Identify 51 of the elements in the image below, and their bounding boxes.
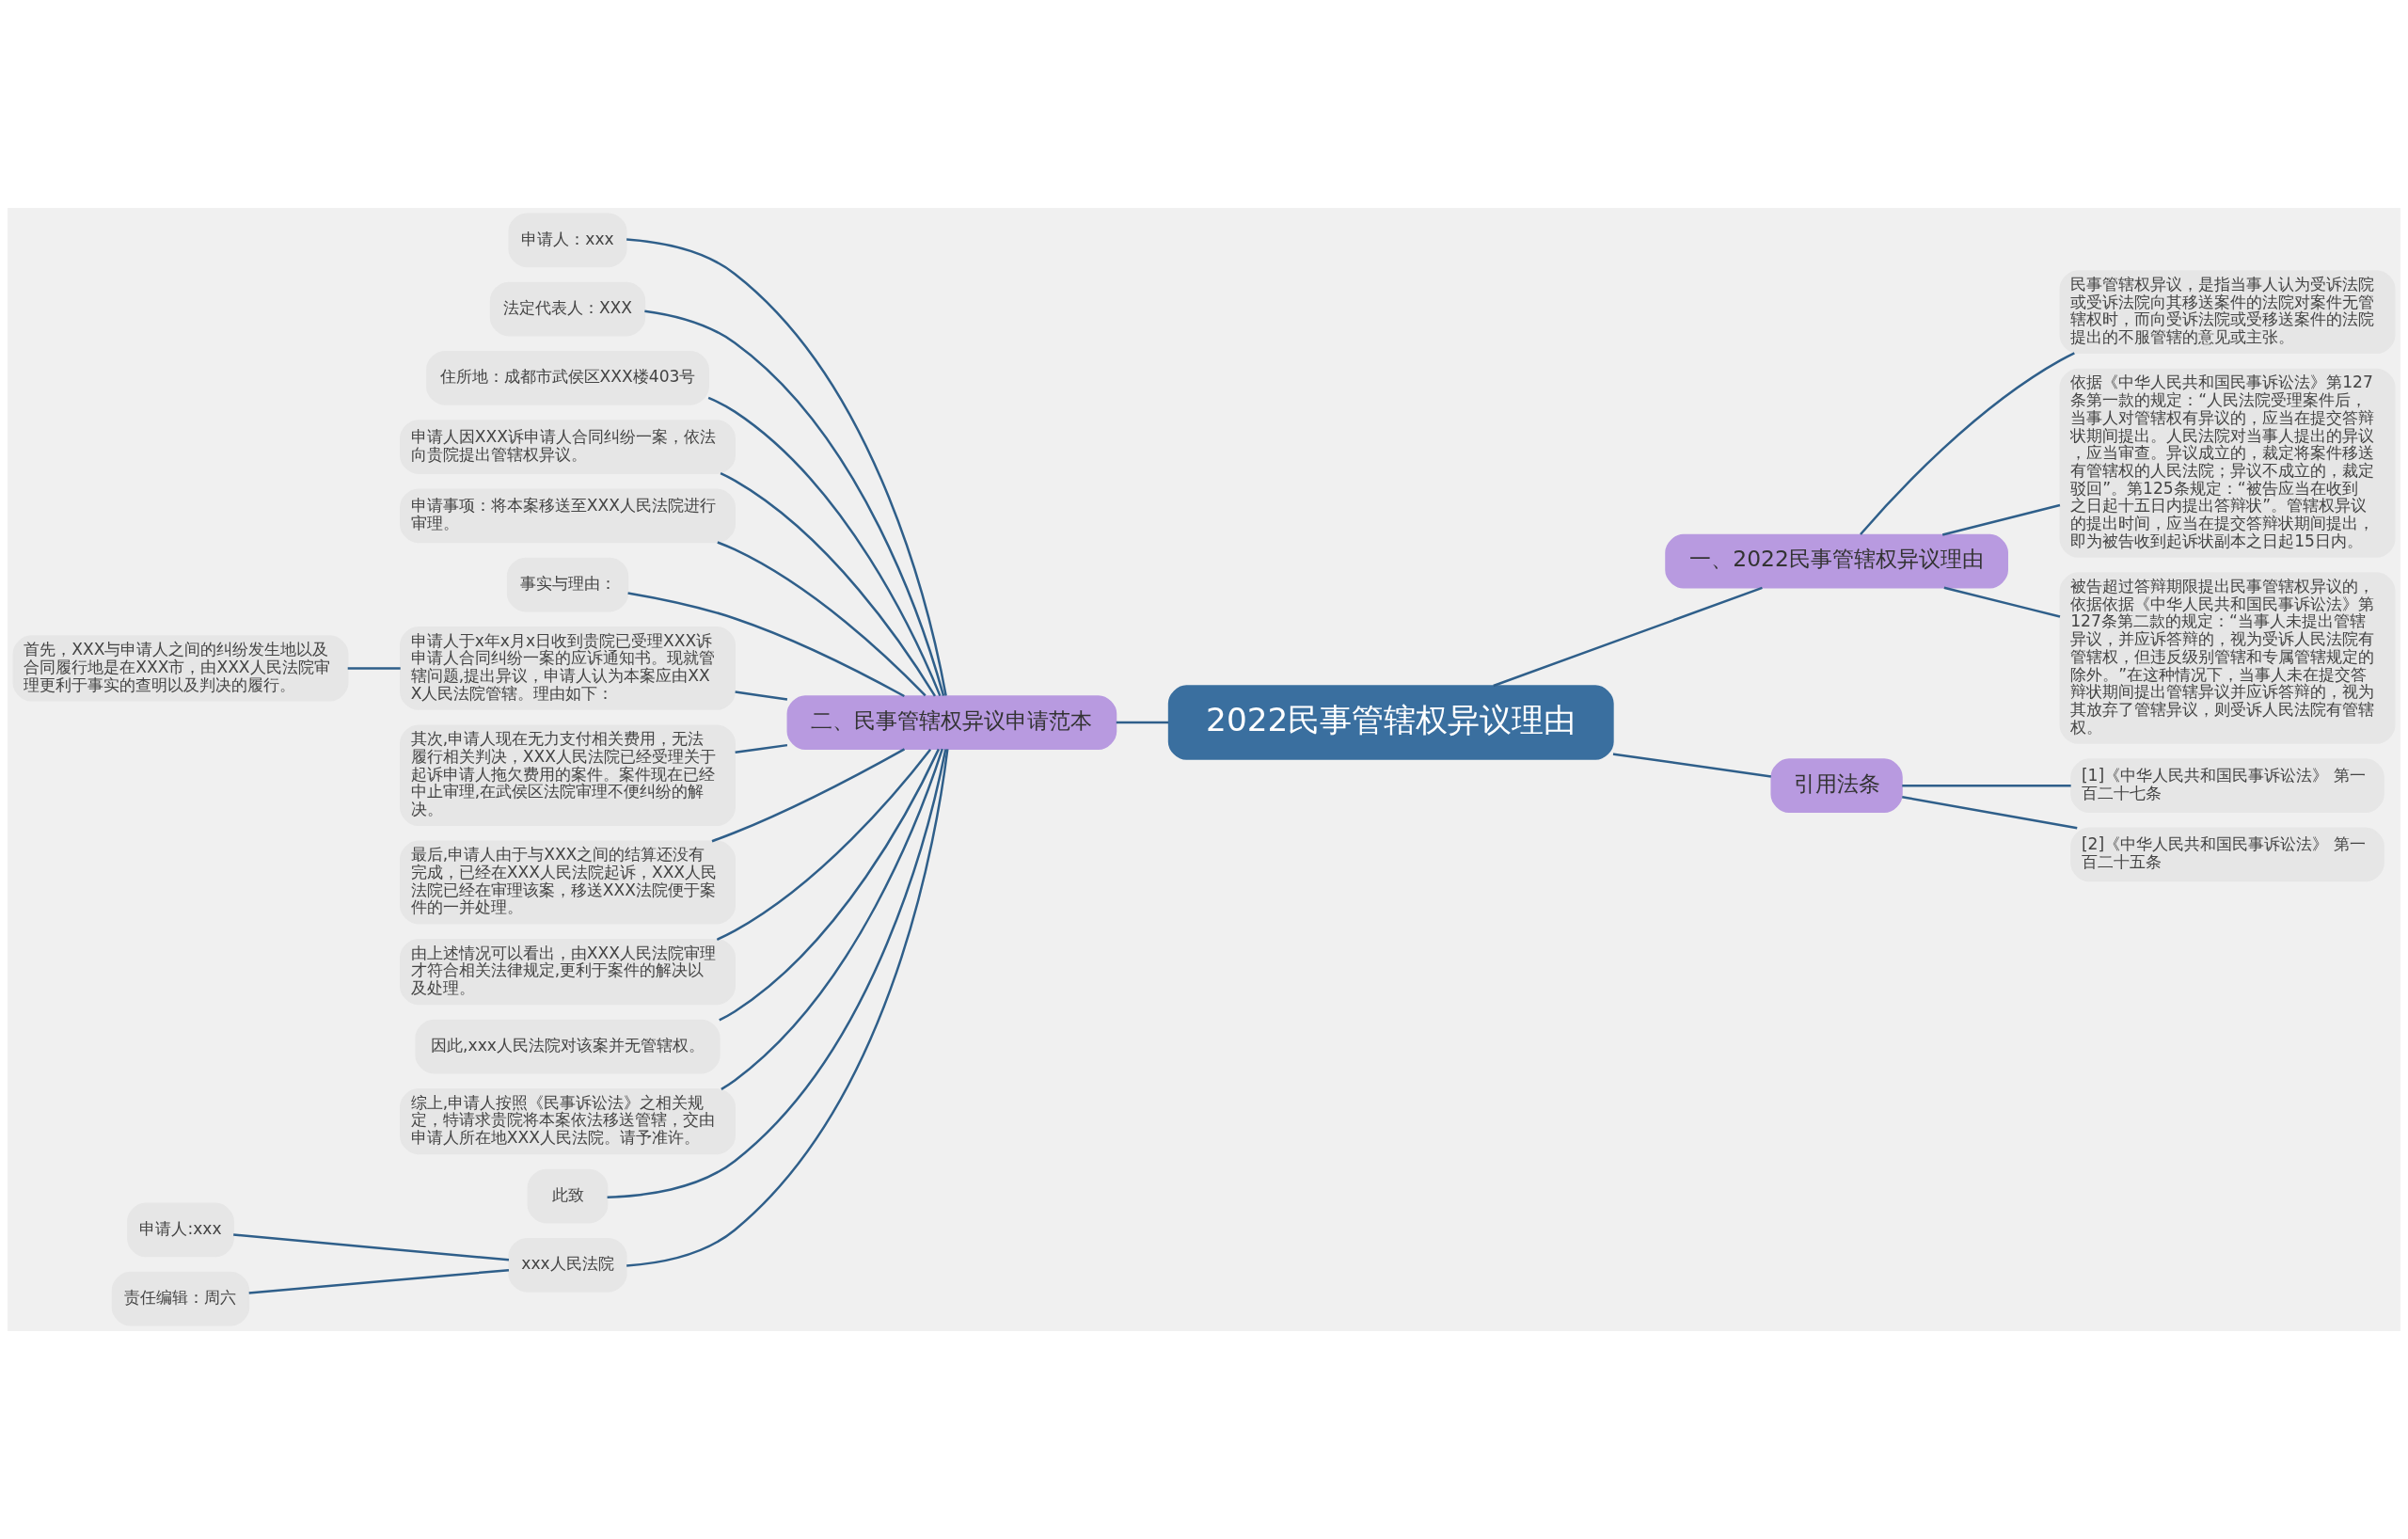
connector — [1941, 503, 2061, 536]
connector — [1612, 753, 1772, 778]
connector — [644, 309, 945, 696]
node-box: 因此,xxx人民法院对该案并无管辖权。 — [415, 1019, 721, 1074]
node-box: [1]《中华人民共和国民事诉讼法》 第一百二十七条 — [2070, 758, 2384, 813]
connector — [717, 541, 927, 697]
connector — [720, 472, 937, 697]
connector — [1943, 586, 2061, 618]
connector — [233, 1233, 510, 1261]
node-box: 引用法条 — [1770, 758, 1903, 813]
node-box: 被告超过答辩期限提出民事管辖权异议的，依据依据《中华人民共和国民事诉讼法》第127条第二款的规定：“当事人未提出管辖异议，并应诉答辩的，视为受诉人民法院有管辖权，但违反级别管辖和专属管辖规定的除外。”在这种情况下，当事人未在提交答辩状期间提出管辖异议并应诉答辩的，视为其放弃了管辖异议，则受诉人民法院有管辖权。 — [2059, 572, 2396, 744]
connector — [248, 1268, 510, 1294]
connector — [1902, 796, 2078, 830]
node-box: 事实与理由： — [506, 557, 629, 612]
node-box: 民事管辖权异议，是指当事人认为受诉法院或受诉法院向其移送案件的法院对案件无管辖权时，而向受诉法院或受移送案件的法院提出的不服管辖的意见或主张。 — [2059, 270, 2396, 355]
connector — [716, 749, 932, 941]
node-box: 责任编辑：周六 — [111, 1271, 250, 1326]
connector — [627, 592, 905, 698]
connector — [719, 748, 941, 1022]
connector — [1902, 784, 2071, 787]
connector — [626, 238, 947, 696]
node-box: 此致 — [527, 1168, 609, 1224]
node-box: xxx人民法院 — [508, 1238, 627, 1293]
node-box: 2022民事管辖权异议理由 — [1167, 685, 1614, 760]
connector — [607, 749, 947, 1198]
node-box: 依据《中华人民共和国民事诉讼法》第127条第一款的规定：“人民法院受理案件后，当事人对管辖权有异议的，应当在提交答辩状期间提出。人民法院对当事人提出的异议，应当审查。异议成立的，裁定将案件移送有管辖权的人民法院；异议不成立的，裁定驳回”。第125条规定：“被告应当在收到之日起十五日内提出答辩状”。管辖权异议的提出时间，应当在提交答辩状期间提出，即为被告收到起诉状副本之日起15日内。 — [2059, 368, 2396, 558]
node-box: [2]《中华人民共和国民事诉讼法》 第一百二十五条 — [2070, 827, 2384, 882]
node-box: 首先，XXX与申请人之间的纠纷发生地以及合同履行地是在XXX市，由XXX人民法院审理更利于事实的查明以及判决的履行。 — [12, 635, 349, 702]
node-box: 一、2022民事管辖权异议理由 — [1665, 533, 2008, 589]
node-box: 法定代表人：XXX — [489, 281, 646, 337]
node-box: 申请人因XXX诉申请人合同纠纷一案，依法向贵院提出管辖权异议。 — [400, 420, 736, 474]
node-box: 申请人:xxx — [127, 1202, 234, 1258]
node-box: 最后,申请人由于与XXX之间的结算还没有完成，已经在XXX人民法院起诉，XXX人民法院已经在审理该案，移送XXX法院便于案件的一并处理。 — [400, 840, 736, 925]
node-box: 住所地：成都市武侯区XXX楼403号 — [426, 351, 709, 405]
connector — [347, 667, 401, 670]
node-box: 综上,申请人按照《民事诉讼法》之相关规定，特请求贵院将本案依法移送管辖，交由申请人所在地XXX人民法院。请予准许。 — [400, 1088, 736, 1155]
connector — [1116, 721, 1169, 724]
node-box: 其次,申请人现在无力支付相关费用，无法履行相关判决，XXX人民法院已经受理关于起诉申请人拖欠费用的案件。案件现在已经中止审理,在武侯区法院审理不便纠纷的解决。 — [400, 724, 736, 826]
node-box: 申请人：xxx — [508, 213, 627, 268]
connector — [707, 396, 942, 697]
connector — [626, 749, 949, 1267]
node-box: 二、民事管辖权异议申请范本 — [786, 695, 1117, 750]
connector — [1860, 352, 2075, 535]
connector — [735, 743, 788, 754]
node-box: 申请事项：将本案移送至XXX人民法院进行审理。 — [400, 488, 736, 544]
connector — [1493, 586, 1763, 688]
connector — [735, 690, 788, 701]
node-box: 由上述情况可以看出，由XXX人民法院审理才符合相关法律规定,更利于案件的解决以及处理。 — [400, 939, 736, 1006]
connector — [721, 748, 943, 1090]
connector — [711, 748, 906, 843]
node-box: 申请人于x年x月x日收到贵院已受理XXX诉申请人合同纠纷一案的应诉通知书。现就管辖问题,提出异议，申请人认为本案应由XXX人民法院管辖。理由如下： — [400, 627, 736, 710]
